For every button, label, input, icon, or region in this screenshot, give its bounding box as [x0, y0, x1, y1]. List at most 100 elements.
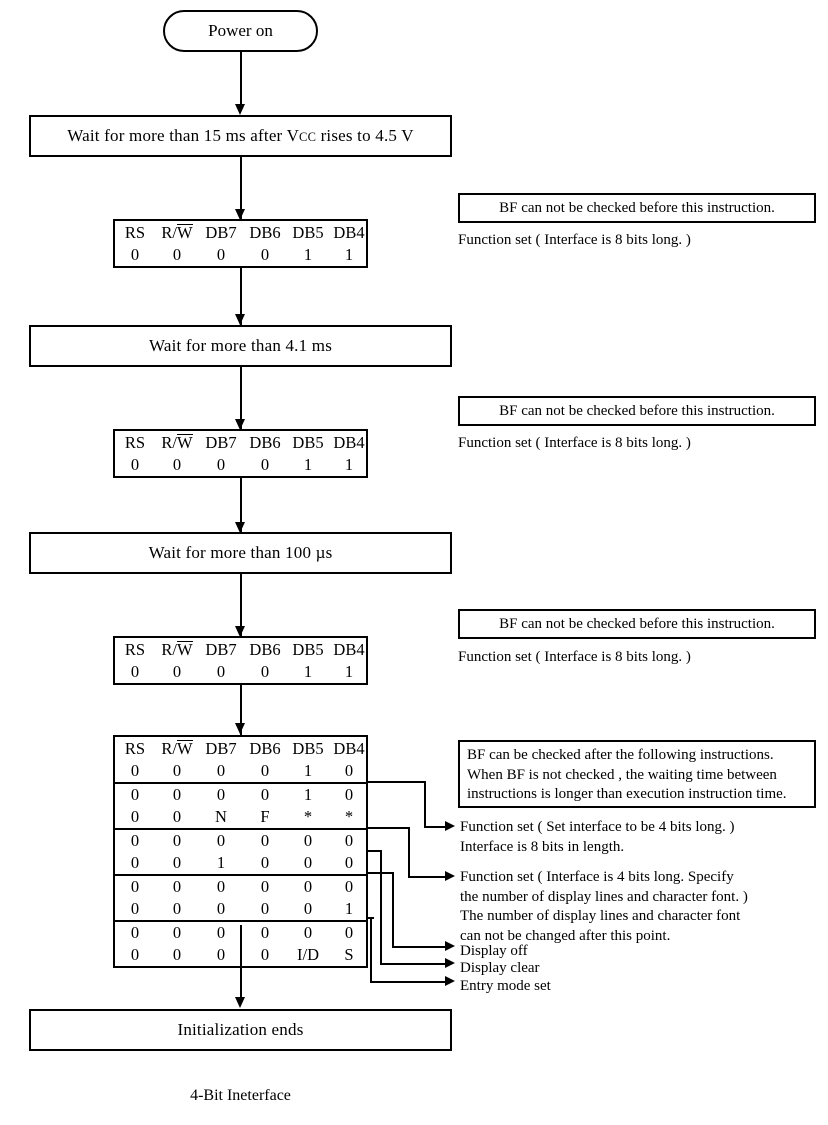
bit-cell: 0: [303, 831, 313, 850]
table-row: 0 0 0 0 1 1: [115, 454, 366, 476]
arrow-start-to-wait1: [235, 104, 245, 115]
th-rw: R/W: [161, 223, 193, 242]
th-rs: RS: [124, 223, 146, 242]
annotation-display-clear: Display clear: [460, 960, 540, 976]
th-db4: DB4: [333, 433, 365, 452]
table-header-row: RS R/W DB7 DB6 DB5 DB4: [115, 431, 366, 454]
arrow-table2-to-wait3: [235, 522, 245, 533]
connector-wait1-to-table1: [240, 157, 242, 219]
th-rs: RS: [124, 739, 146, 758]
note-box-bf-checked: BF can be checked after the following in…: [458, 740, 816, 808]
bit-cell: 0: [260, 245, 270, 264]
note-function-set-1: Function set ( Interface is 8 bits long.…: [458, 232, 691, 248]
bit-cell: 1: [216, 853, 226, 872]
bit-cell: 1: [344, 245, 354, 264]
bit-cell: 0: [216, 923, 226, 942]
leader-b-arrow: [445, 871, 455, 881]
bit-cell: 1: [344, 455, 354, 474]
th-rs: RS: [124, 640, 146, 659]
th-db5: DB5: [292, 640, 324, 659]
bit-cell: 0: [130, 877, 140, 896]
leader-b-horizontal-2: [408, 876, 446, 878]
bit-cell: *: [344, 807, 354, 826]
table-row: 0 0 N F * *: [115, 806, 366, 828]
th-db7: DB7: [205, 433, 237, 452]
table-header-row: RS R/W DB7 DB6 DB5 DB4: [115, 737, 366, 760]
leader-d-horizontal: [368, 850, 382, 852]
arrow-wait1-to-table1: [235, 209, 245, 220]
figure-caption: 4-Bit Ineterface: [190, 1087, 291, 1104]
bit-cell: 0: [172, 923, 182, 942]
th-db6: DB6: [249, 640, 281, 659]
bit-cell: 0: [260, 899, 270, 918]
connector-wait2-to-table2: [240, 367, 242, 429]
bit-cell: 0: [216, 662, 226, 681]
bit-cell: 0: [130, 761, 140, 780]
bit-cell: 1: [344, 899, 354, 918]
bit-cell: 0: [260, 662, 270, 681]
bit-cell: 0: [260, 945, 270, 964]
bit-cell: 0: [130, 945, 140, 964]
bit-cell: 0: [344, 923, 354, 942]
bit-cell: 0: [172, 945, 182, 964]
bit-cell: 0: [303, 877, 313, 896]
bit-cell: 0: [216, 455, 226, 474]
leader-c-horizontal-2: [392, 946, 446, 948]
leader-a-arrow: [445, 821, 455, 831]
note-bf-1-label: BF can not be checked before this instru…: [499, 199, 775, 216]
bit-cell: 0: [172, 877, 182, 896]
bit-cell: 0: [216, 899, 226, 918]
th-rs: RS: [124, 433, 146, 452]
note-bf-3-label: BF can not be checked before this instru…: [499, 615, 775, 632]
bit-cell: I/D: [297, 945, 319, 964]
th-rw: R/W: [161, 739, 193, 758]
wait-box-3: Wait for more than 100 µs: [29, 532, 452, 574]
bit-cell: 0: [130, 831, 140, 850]
leader-e-vertical: [370, 917, 372, 982]
leader-b-vertical: [408, 827, 410, 877]
annotation-display-off: Display off: [460, 943, 528, 959]
connector-wait3-to-table3: [240, 574, 242, 636]
bit-cell: 0: [303, 923, 313, 942]
bit-cell: 0: [172, 807, 182, 826]
connector-start-to-wait1: [240, 52, 242, 106]
leader-d-arrow: [445, 958, 455, 968]
arrow-wait3-to-table3: [235, 626, 245, 637]
bit-cell: 0: [172, 245, 182, 264]
bit-cell: 0: [216, 831, 226, 850]
bit-cell: 0: [172, 899, 182, 918]
bit-cell: N: [215, 807, 227, 826]
leader-e-arrow: [445, 976, 455, 986]
bit-cell: 0: [260, 853, 270, 872]
table-row: 0 0 0 0 1 1: [115, 661, 366, 683]
bit-cell: 1: [303, 245, 313, 264]
leader-d-horizontal-2: [380, 963, 446, 965]
bit-cell: 0: [130, 245, 140, 264]
th-db5: DB5: [292, 739, 324, 758]
bit-cell: 0: [260, 785, 270, 804]
arrow-maintable-to-end: [235, 997, 245, 1008]
annotation-entry-mode-set: Entry mode set: [460, 978, 551, 994]
leader-c-vertical: [392, 872, 394, 948]
table-row: 0 0 0 0 I/D S: [115, 944, 366, 966]
table-header-row: RS R/W DB7 DB6 DB5 DB4: [115, 221, 366, 244]
bit-cell: 0: [130, 807, 140, 826]
instruction-table-3: RS R/W DB7 DB6 DB5 DB4 0 0 0 0 1 1: [113, 636, 368, 685]
note-bf-2-label: BF can not be checked before this instru…: [499, 402, 775, 419]
connector-table1-to-wait2: [240, 266, 242, 326]
th-db4: DB4: [333, 223, 365, 242]
bit-cell: F: [260, 807, 270, 826]
leader-a-horizontal-2: [424, 826, 446, 828]
th-db4: DB4: [333, 640, 365, 659]
bit-cell: 0: [260, 761, 270, 780]
leader-a-vertical: [424, 781, 426, 827]
bit-cell: 1: [303, 761, 313, 780]
connector-table2-to-wait3: [240, 476, 242, 534]
bit-cell: 0: [130, 785, 140, 804]
bit-cell: 0: [172, 853, 182, 872]
wait-2-label: Wait for more than 4.1 ms: [148, 336, 333, 355]
th-db5: DB5: [292, 433, 324, 452]
bit-cell: 1: [303, 662, 313, 681]
arrow-wait2-to-table2: [235, 419, 245, 430]
